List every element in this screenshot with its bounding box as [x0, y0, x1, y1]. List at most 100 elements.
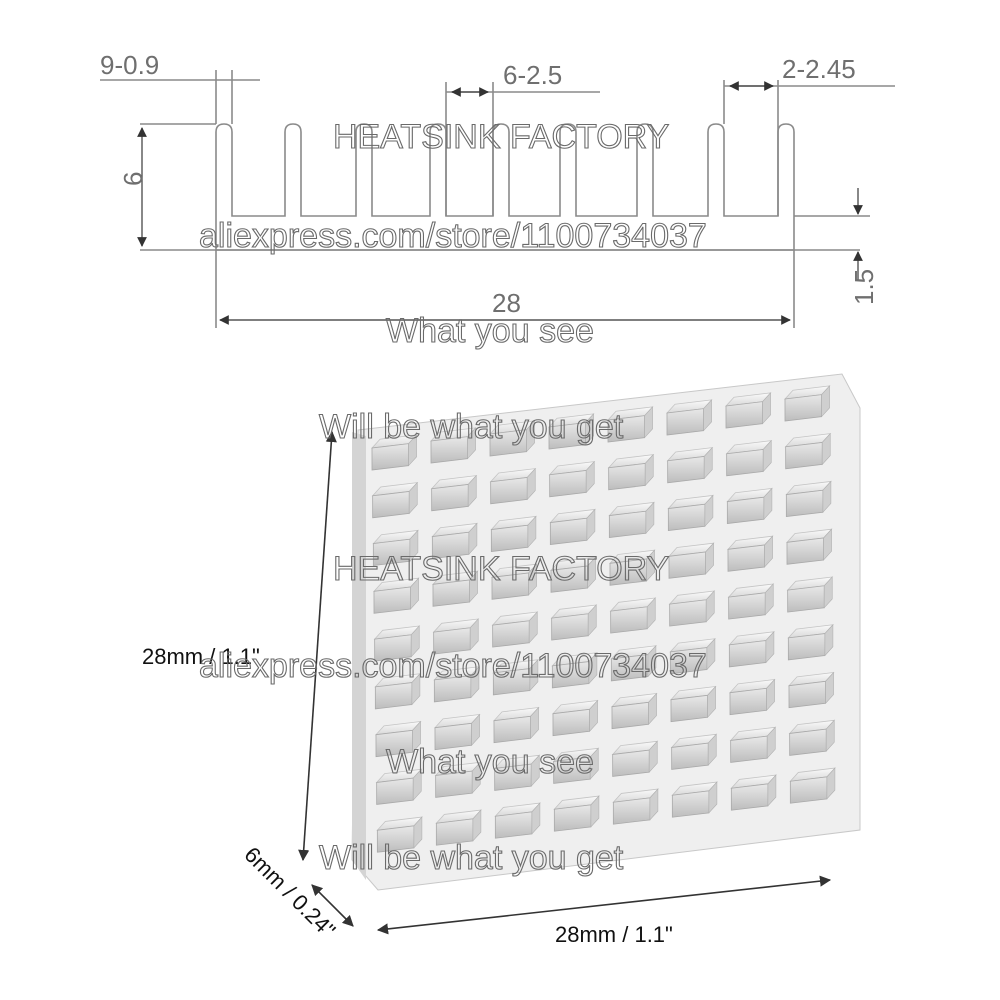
- fin-side: [526, 420, 535, 453]
- fin-front: [553, 804, 592, 832]
- fin-front: [374, 682, 413, 710]
- fin-front: [785, 441, 823, 470]
- profile-outline: [215, 123, 795, 251]
- fin-side: [823, 576, 833, 609]
- base-plate: [351, 373, 861, 891]
- fin-side: [469, 618, 479, 651]
- photo-width-arrow: [376, 875, 832, 935]
- fin-side: [767, 774, 777, 807]
- photo-width-label: 28mm / 1.1": [555, 922, 673, 947]
- fin-front: [729, 687, 767, 716]
- watermark-brand-top: HEATSINK FACTORY: [333, 118, 669, 156]
- fin-side: [765, 630, 775, 664]
- fin-front: [372, 490, 410, 519]
- fin-side: [707, 685, 716, 719]
- fin-side: [468, 522, 478, 555]
- fin-front: [376, 777, 414, 805]
- fin-front: [789, 728, 827, 756]
- watermark-line2-top: Will be what you get: [319, 408, 624, 446]
- fin-side: [707, 733, 717, 766]
- watermark-url-bottom: aliexpress.com/store/1100734037: [199, 647, 707, 685]
- fin-side: [526, 467, 536, 501]
- fin-front: [726, 448, 764, 477]
- fin-front: [493, 715, 531, 744]
- fin-side: [408, 434, 417, 467]
- fin-side: [644, 453, 654, 487]
- fin-front: [787, 585, 825, 613]
- profile-drawing: [100, 70, 895, 328]
- fin-side: [826, 767, 836, 800]
- fin-front: [492, 620, 530, 648]
- fin-front: [490, 524, 529, 553]
- fin-side: [764, 535, 773, 568]
- fin-side: [586, 508, 596, 541]
- fin-front: [669, 599, 707, 627]
- fin-side: [471, 761, 481, 794]
- fin-front: [611, 701, 649, 730]
- fin-side: [589, 747, 599, 780]
- fin-front: [608, 510, 647, 539]
- fin-front: [671, 790, 710, 818]
- fin-front: [431, 483, 469, 512]
- fin-side: [821, 432, 831, 466]
- fin-front: [668, 551, 706, 579]
- fin-side: [410, 625, 420, 658]
- fin-side: [530, 706, 539, 740]
- fin-side: [585, 413, 594, 446]
- fin-side: [411, 672, 421, 706]
- fin-front: [552, 708, 590, 737]
- photo-height-arrow: [298, 430, 337, 862]
- height-label: 6: [118, 172, 148, 186]
- fin-side: [646, 597, 656, 630]
- fin-front: [549, 469, 587, 498]
- fin-side: [825, 719, 835, 752]
- fin-side: [408, 481, 418, 515]
- fin-side: [585, 460, 595, 494]
- fin-side: [703, 446, 713, 480]
- fin-front: [667, 455, 705, 484]
- fin-side: [469, 570, 478, 603]
- fin-front: [610, 606, 648, 634]
- fin-front: [785, 489, 824, 518]
- fin-front: [671, 742, 709, 770]
- fin-side: [470, 665, 480, 699]
- fin-side: [413, 816, 423, 849]
- width-label: 28: [492, 288, 521, 318]
- fin-side: [647, 644, 657, 678]
- photo-height-label: 28mm / 1.1": [142, 644, 260, 669]
- fin-side: [822, 480, 832, 513]
- fin-side: [766, 678, 775, 712]
- fin-side: [703, 399, 712, 432]
- fin-front: [787, 633, 826, 661]
- watermark-brand-bottom: HEATSINK FACTORY: [333, 550, 669, 588]
- fin-side: [527, 515, 537, 548]
- fin-front: [551, 613, 589, 641]
- fin-front: [608, 462, 646, 491]
- fin-side: [528, 563, 537, 596]
- fin-side: [762, 392, 771, 425]
- fin-side: [467, 427, 476, 460]
- watermark-line2-bottom: Will be what you get: [319, 839, 624, 877]
- fin-side: [528, 611, 538, 644]
- fin-front: [788, 680, 826, 709]
- fin-side: [472, 809, 482, 842]
- fin-side: [529, 658, 539, 692]
- fin-side: [467, 474, 477, 508]
- fin-front: [373, 586, 411, 614]
- fin-side: [645, 501, 655, 534]
- fin-side: [412, 768, 422, 801]
- photo-dimension-arrows: [298, 430, 832, 935]
- gap-label: 6-2.5: [503, 60, 562, 90]
- fin-front: [726, 496, 765, 525]
- fin-grid: [370, 385, 836, 853]
- photo-depth-arrow: [311, 884, 354, 927]
- fin-front: [670, 694, 708, 723]
- fin-side: [762, 439, 772, 473]
- fin-side: [649, 788, 659, 821]
- fin-side: [410, 577, 419, 610]
- fin-front: [728, 592, 766, 620]
- fin-side: [589, 699, 598, 733]
- fin-pitch-label: 9-0.9: [100, 50, 159, 80]
- fin-side: [705, 542, 714, 575]
